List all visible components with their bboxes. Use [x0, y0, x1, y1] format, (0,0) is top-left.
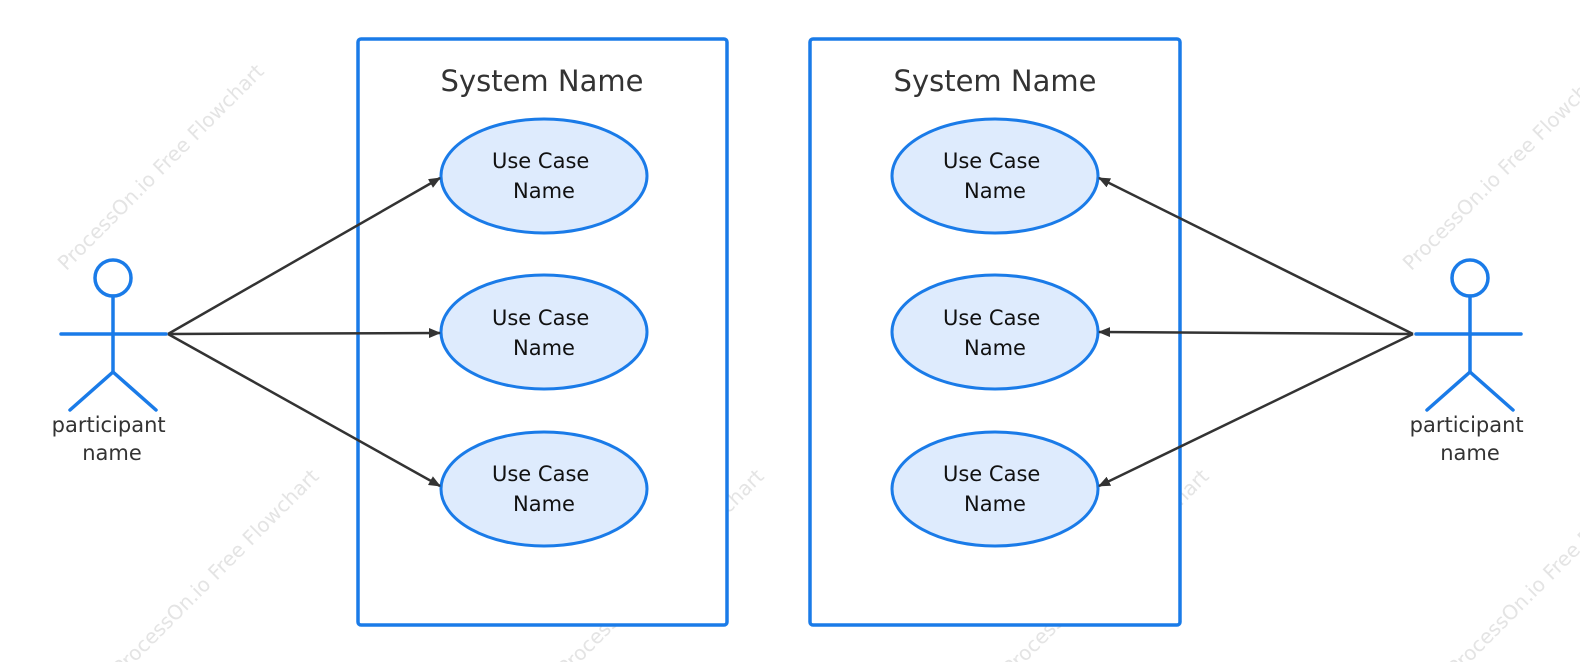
system-boundary-1[interactable]: System Name Use Case Name Use Case Name — [356, 37, 729, 627]
use-case-label: Name — [513, 492, 575, 516]
use-case-2-2[interactable]: Use Case Name — [890, 273, 1100, 391]
actor-right[interactable]: participant name — [1410, 258, 1531, 465]
actor-label: name — [1440, 441, 1500, 465]
actor-label: name — [82, 441, 142, 465]
use-case-label: Use Case — [492, 149, 589, 173]
svg-text:Use Case Name: Use Case Name — [943, 149, 1047, 203]
association-arrow[interactable] — [1098, 332, 1414, 488]
use-case-label: Name — [513, 179, 575, 203]
system-boundary-2[interactable]: System Name Use Case Name Use Case Name — [808, 37, 1182, 627]
connectors-left — [167, 176, 441, 488]
use-case-label: Name — [964, 336, 1026, 360]
svg-text:Use Case Name: Use Case Name — [943, 462, 1047, 516]
use-case-1-1[interactable]: Use Case Name — [439, 117, 649, 235]
actor-label: participant — [1410, 413, 1524, 437]
actor-label: participant — [52, 413, 166, 437]
use-case-label: Use Case — [492, 462, 589, 486]
use-case-2-3[interactable]: Use Case Name — [890, 430, 1100, 548]
use-case-1-2[interactable]: Use Case Name — [439, 273, 649, 391]
association-arrow[interactable] — [167, 328, 441, 339]
use-case-label: Name — [513, 336, 575, 360]
use-case-label: Use Case — [943, 149, 1040, 173]
actor-left[interactable]: participant name — [52, 258, 173, 465]
svg-text:Use Case Name: Use Case Name — [492, 306, 596, 360]
stick-figure-icon — [59, 258, 168, 412]
association-arrow[interactable] — [167, 176, 441, 336]
use-case-label: Name — [964, 179, 1026, 203]
system-title: System Name — [894, 64, 1097, 98]
use-case-label: Use Case — [943, 462, 1040, 486]
system-title: System Name — [441, 64, 644, 98]
stick-figure-icon — [1414, 258, 1523, 412]
association-arrow[interactable] — [1098, 176, 1414, 336]
svg-text:Use Case Name: Use Case Name — [492, 462, 596, 516]
use-case-label: Use Case — [943, 306, 1040, 330]
connectors-right — [1098, 176, 1414, 488]
svg-text:Use Case Name: Use Case Name — [492, 149, 596, 203]
use-case-1-3[interactable]: Use Case Name — [439, 430, 649, 548]
svg-text:Use Case Name: Use Case Name — [943, 306, 1047, 360]
use-case-label: Use Case — [492, 306, 589, 330]
use-case-label: Name — [964, 492, 1026, 516]
svg-text:participant name: participant name — [1410, 413, 1531, 465]
svg-text:participant name: participant name — [52, 413, 173, 465]
association-arrow[interactable] — [1098, 327, 1414, 338]
association-arrow[interactable] — [167, 332, 441, 488]
use-case-2-1[interactable]: Use Case Name — [890, 117, 1100, 235]
